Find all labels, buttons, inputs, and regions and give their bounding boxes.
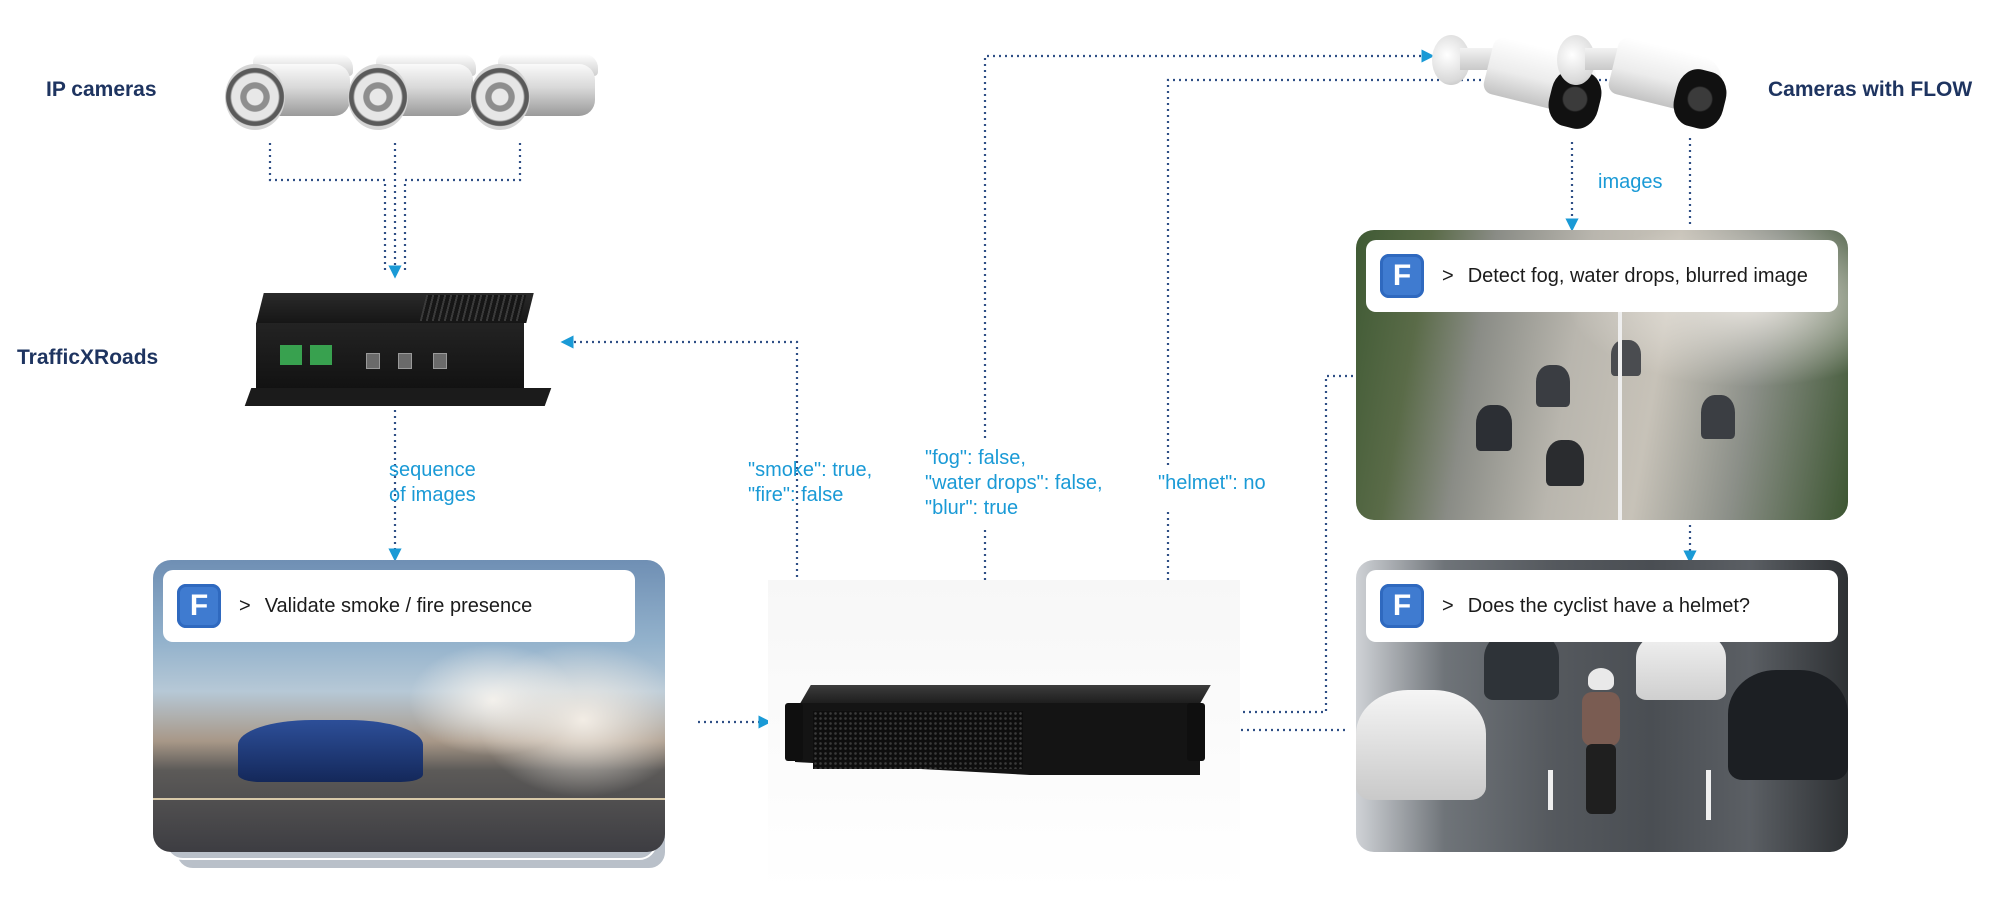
trafficxroads-label: TrafficXRoads (17, 346, 159, 369)
helmet-result: "helmet": no (1158, 472, 1266, 494)
fog-result: "fog": false, "water drops": false, "blu… (925, 447, 1103, 519)
flow-logo-icon: F (177, 584, 221, 628)
ip-camera-icon (225, 52, 355, 142)
cyclist-scene-card: F > Does the cyclist have a helmet? (1356, 560, 1848, 852)
edge-device-icon (244, 293, 552, 421)
flow-camera-icon (1432, 30, 1607, 135)
fog-prompt-text: Detect fog, water drops, blurred image (1467, 264, 1808, 287)
prompt-arrow: > (1442, 264, 1454, 287)
ip-camera-icon (470, 52, 600, 142)
rack-server-icon (785, 685, 1215, 795)
traffic-car (1611, 340, 1641, 376)
smoke-prompt: F > Validate smoke / fire presence (163, 570, 635, 642)
smoke-fire-result: "smoke": true, "fire": false (748, 459, 873, 506)
flow-logo-icon: F (1380, 254, 1424, 298)
traffic-car (1701, 395, 1735, 439)
smoke-prompt-text: Validate smoke / fire presence (264, 594, 533, 617)
helmet-prompt-text: Does the cyclist have a helmet? (1467, 594, 1751, 617)
fog-prompt: F > Detect fog, water drops, blurred ima… (1366, 240, 1838, 312)
ip-camera-icon (348, 52, 478, 142)
cyclist (1574, 668, 1626, 818)
lane-marking (1548, 770, 1553, 810)
cameras-with-flow-label: Cameras with FLOW (1768, 78, 1973, 101)
white-car (1356, 690, 1486, 800)
lane-marking (1618, 310, 1622, 520)
flow-logo-icon: F (1380, 584, 1424, 628)
ip-cameras-label: IP cameras (46, 78, 157, 101)
images-label: images (1598, 171, 1663, 193)
prompt-arrow: > (1442, 594, 1454, 617)
traffic-car (1476, 405, 1512, 451)
fog-scene-card: F > Detect fog, water drops, blurred ima… (1356, 230, 1848, 520)
smoke-scene-card: F > Validate smoke / fire presence (153, 560, 665, 852)
road-marking (153, 798, 665, 800)
lane-marking (1706, 770, 1711, 820)
helmet-prompt: F > Does the cyclist have a helmet? (1366, 570, 1838, 642)
traffic-car (1546, 440, 1584, 486)
flow-camera-icon (1557, 30, 1732, 135)
traffic-car (1536, 365, 1570, 407)
blue-car (238, 720, 423, 782)
prompt-arrow: > (239, 594, 251, 617)
sequence-of-images-label: sequence of images (389, 459, 476, 506)
dark-car (1728, 670, 1848, 780)
